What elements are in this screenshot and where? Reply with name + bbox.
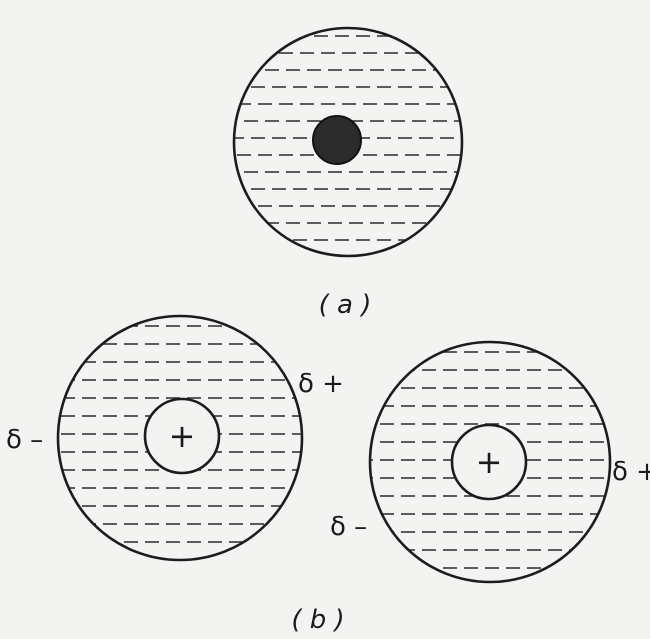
charge-label-right-minus: δ – (330, 512, 367, 542)
label-b: ( b ) (291, 605, 344, 635)
charge-label-left-plus: δ + (298, 369, 344, 399)
nucleus-left-symbol: + (169, 417, 196, 455)
atom-b-right: + (366, 342, 614, 582)
charge-label-left-minus: δ – (6, 425, 43, 455)
atom-a (230, 28, 466, 256)
nucleus-a (313, 116, 361, 164)
atom-b-left: + (54, 316, 306, 560)
nucleus-right-symbol: + (476, 443, 503, 481)
charge-label-right-plus: δ + (612, 457, 650, 487)
label-a: ( a ) (319, 290, 372, 320)
